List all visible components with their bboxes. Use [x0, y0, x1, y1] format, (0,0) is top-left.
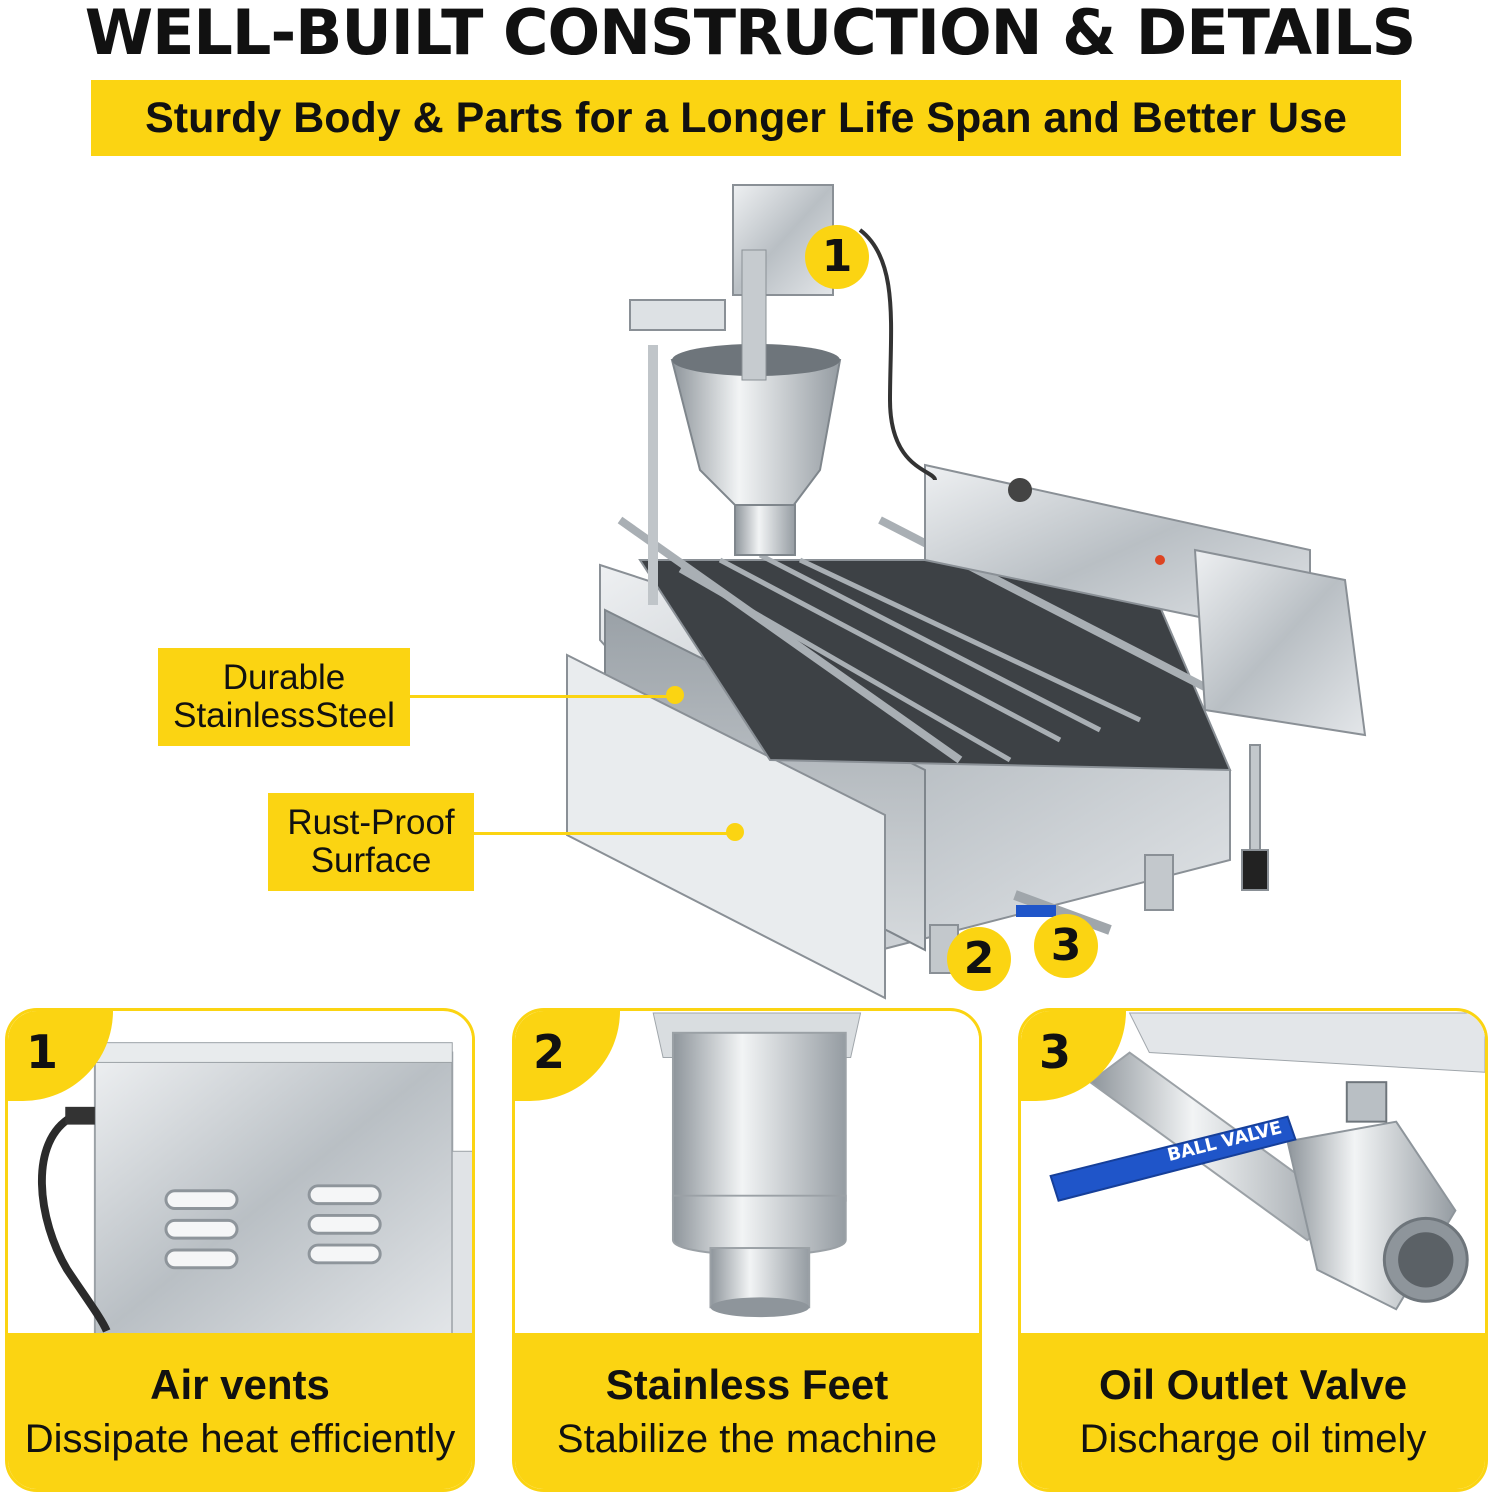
- callout-leader-line: [474, 832, 730, 835]
- donut-machine-illustration: [566, 184, 1367, 1000]
- card-subtitle: Stabilize the machine: [556, 1417, 938, 1461]
- card-number: 2: [533, 1025, 566, 1079]
- card-subtitle: Dissipate heat efficiently: [24, 1417, 456, 1461]
- card-caption: Air vents Dissipate heat efficiently: [8, 1333, 472, 1489]
- feature-card-stainless-feet: 2 Stainless Feet Stabilize the machine: [512, 1008, 982, 1492]
- hero-badge-3: 3: [1034, 914, 1098, 978]
- callout-durable-line2: StainlessSteel: [173, 696, 395, 735]
- callout-durable-steel: Durable StainlessSteel: [158, 648, 410, 746]
- fryer-tank: [566, 559, 1232, 1000]
- card-caption: Stainless Feet Stabilize the machine: [515, 1333, 979, 1489]
- page-headline: WELL-BUILT CONSTRUCTION & DETAILS: [84, 0, 1417, 69]
- card-caption: Oil Outlet Valve Discharge oil timely: [1021, 1333, 1485, 1489]
- feature-card-oil-outlet-valve: BALL VALVE 3 Oil Outlet Valve Discharge …: [1018, 1008, 1488, 1492]
- hero-badge-2: 2: [947, 927, 1011, 991]
- callout-durable-line1: Durable: [222, 658, 346, 697]
- stainless-feet-photo: [515, 1012, 979, 1331]
- valve-illustration: [1013, 890, 1112, 935]
- subtitle-banner-text: Sturdy Body & Parts for a Longer Life Sp…: [145, 94, 1347, 142]
- card-title: Oil Outlet Valve: [1098, 1361, 1408, 1408]
- callout-rust-line1: Rust-Proof: [287, 803, 455, 842]
- card-number: 1: [26, 1025, 59, 1079]
- callout-leader-line: [410, 695, 670, 698]
- control-box: [924, 463, 1367, 737]
- card-number: 3: [1039, 1025, 1072, 1079]
- oil-valve-photo: BALL VALVE: [1021, 1012, 1485, 1331]
- ball-valve-body: [1286, 1081, 1469, 1311]
- subtitle-banner: Sturdy Body & Parts for a Longer Life Sp…: [91, 80, 1401, 156]
- hero-badge-1: 1: [805, 225, 869, 289]
- callout-rust-proof: Rust-Proof Surface: [268, 793, 474, 891]
- card-title: Stainless Feet: [605, 1361, 889, 1408]
- card-subtitle: Discharge oil timely: [1079, 1417, 1427, 1461]
- callout-rust-line2: Surface: [310, 841, 432, 880]
- card-title: Air vents: [150, 1361, 330, 1408]
- hopper-assembly: [629, 184, 937, 605]
- feature-card-air-vents: 1 Air vents Dissipate heat efficiently: [5, 1008, 475, 1492]
- machine-feet: [929, 744, 1269, 974]
